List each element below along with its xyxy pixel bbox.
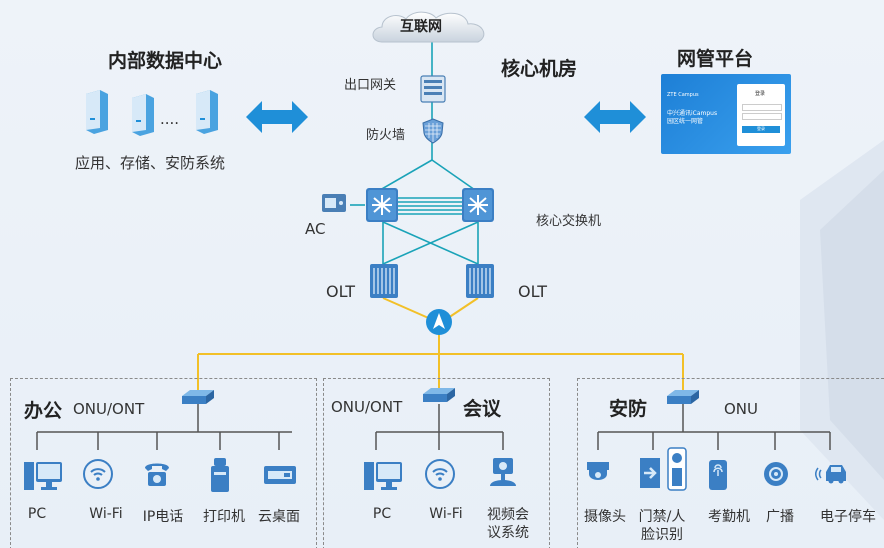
nms-login-card: 登录 登录: [737, 84, 785, 146]
ac-icon: [322, 194, 346, 212]
onu-icon: [423, 388, 455, 402]
olt-right-label: OLT: [518, 282, 548, 301]
internet-cloud-icon: [372, 11, 485, 43]
device-label-printer: 打印机: [203, 509, 245, 525]
pc-icon: [364, 462, 402, 490]
device-label-wifi: Wi-Fi: [429, 506, 463, 522]
core-switch-icon: [462, 188, 494, 222]
nms-login-title: 登录: [755, 91, 766, 97]
security-title: 安防: [609, 398, 648, 420]
broadcast-icon: [764, 462, 788, 486]
ac-label: AC: [305, 220, 326, 238]
core-switch-icon: [366, 188, 398, 222]
meeting-title: 会议: [463, 398, 502, 420]
device-label-broadcast: 广播: [766, 509, 794, 525]
camera-icon: [587, 462, 609, 480]
firewall-label: 防火墙: [366, 128, 406, 143]
security-onu-label: ONU: [724, 400, 759, 418]
cloud-desktop-icon: [264, 466, 296, 484]
gateway-icon: [420, 75, 446, 103]
server-icon: [132, 94, 154, 136]
office-title: 办公: [24, 400, 63, 422]
attendance-icon: [709, 460, 727, 490]
device-label-video-conference-line2: 议系统: [487, 525, 529, 541]
server-icon: [86, 90, 108, 134]
core-switch-label: 核心交换机: [536, 214, 602, 229]
firewall-icon: [422, 118, 444, 144]
double-arrow-icon: [246, 101, 308, 133]
wifi-icon: [83, 459, 113, 489]
core-room-title: 核心机房: [501, 58, 578, 80]
device-label-access-control: 门禁/人: [638, 509, 686, 525]
device-label-wifi: Wi-Fi: [89, 506, 123, 522]
office-zone-panel: [10, 378, 317, 548]
nms-password-field: [742, 113, 782, 120]
internet-label: 互联网: [400, 19, 442, 35]
video-conference-icon: [490, 458, 516, 486]
splitter-icon: [426, 309, 452, 335]
device-label-parking: 电子停车: [820, 509, 876, 525]
olt-left-label: OLT: [326, 282, 356, 301]
device-label-cloud-desktop: 云桌面: [258, 509, 300, 525]
nms-headline-1: 中兴通讯iCampus: [667, 110, 718, 117]
wifi-icon: [425, 459, 455, 489]
device-label-video-conference: 视频会: [487, 507, 529, 523]
double-arrow-icon: [584, 101, 646, 133]
nms-username-field: [742, 104, 782, 111]
onu-icon: [667, 390, 699, 404]
device-label-access-control-line2: 脸识别: [641, 527, 683, 543]
olt-icon: [370, 264, 398, 298]
gateway-label: 出口网关: [344, 78, 397, 93]
nms-brand: ZTE Campus: [667, 92, 699, 98]
nms-screenshot: ZTE Campus 中兴通讯iCampus 园区统一网管 登录 登录: [661, 74, 791, 154]
device-label-pc: PC: [27, 506, 47, 522]
phone-icon: [145, 463, 169, 486]
device-label-ip-phone: IP电话: [142, 509, 184, 525]
nms-title: 网管平台: [677, 48, 754, 70]
ellipsis-text: ....: [160, 110, 180, 128]
pc-icon: [24, 462, 62, 490]
meeting-zone-panel: [323, 378, 550, 548]
access-control-icon: [640, 447, 687, 491]
server-icon: [196, 90, 218, 134]
onu-icon: [182, 390, 214, 404]
device-label-pc: PC: [372, 506, 392, 522]
datacenter-title: 内部数据中心: [108, 50, 223, 72]
parking-icon: [815, 465, 846, 484]
printer-icon: [211, 458, 229, 492]
device-label-attendance: 考勤机: [708, 509, 750, 525]
device-label-camera: 摄像头: [584, 509, 626, 525]
meeting-onu-label: ONU/ONT: [331, 398, 403, 416]
security-zone-panel: [577, 378, 884, 548]
nms-login-button: 登录: [742, 126, 780, 133]
nms-headline-2: 园区统一网管: [667, 118, 704, 125]
datacenter-caption: 应用、存储、安防系统: [75, 154, 226, 172]
office-onu-label: ONU/ONT: [73, 400, 145, 418]
olt-icon: [466, 264, 494, 298]
